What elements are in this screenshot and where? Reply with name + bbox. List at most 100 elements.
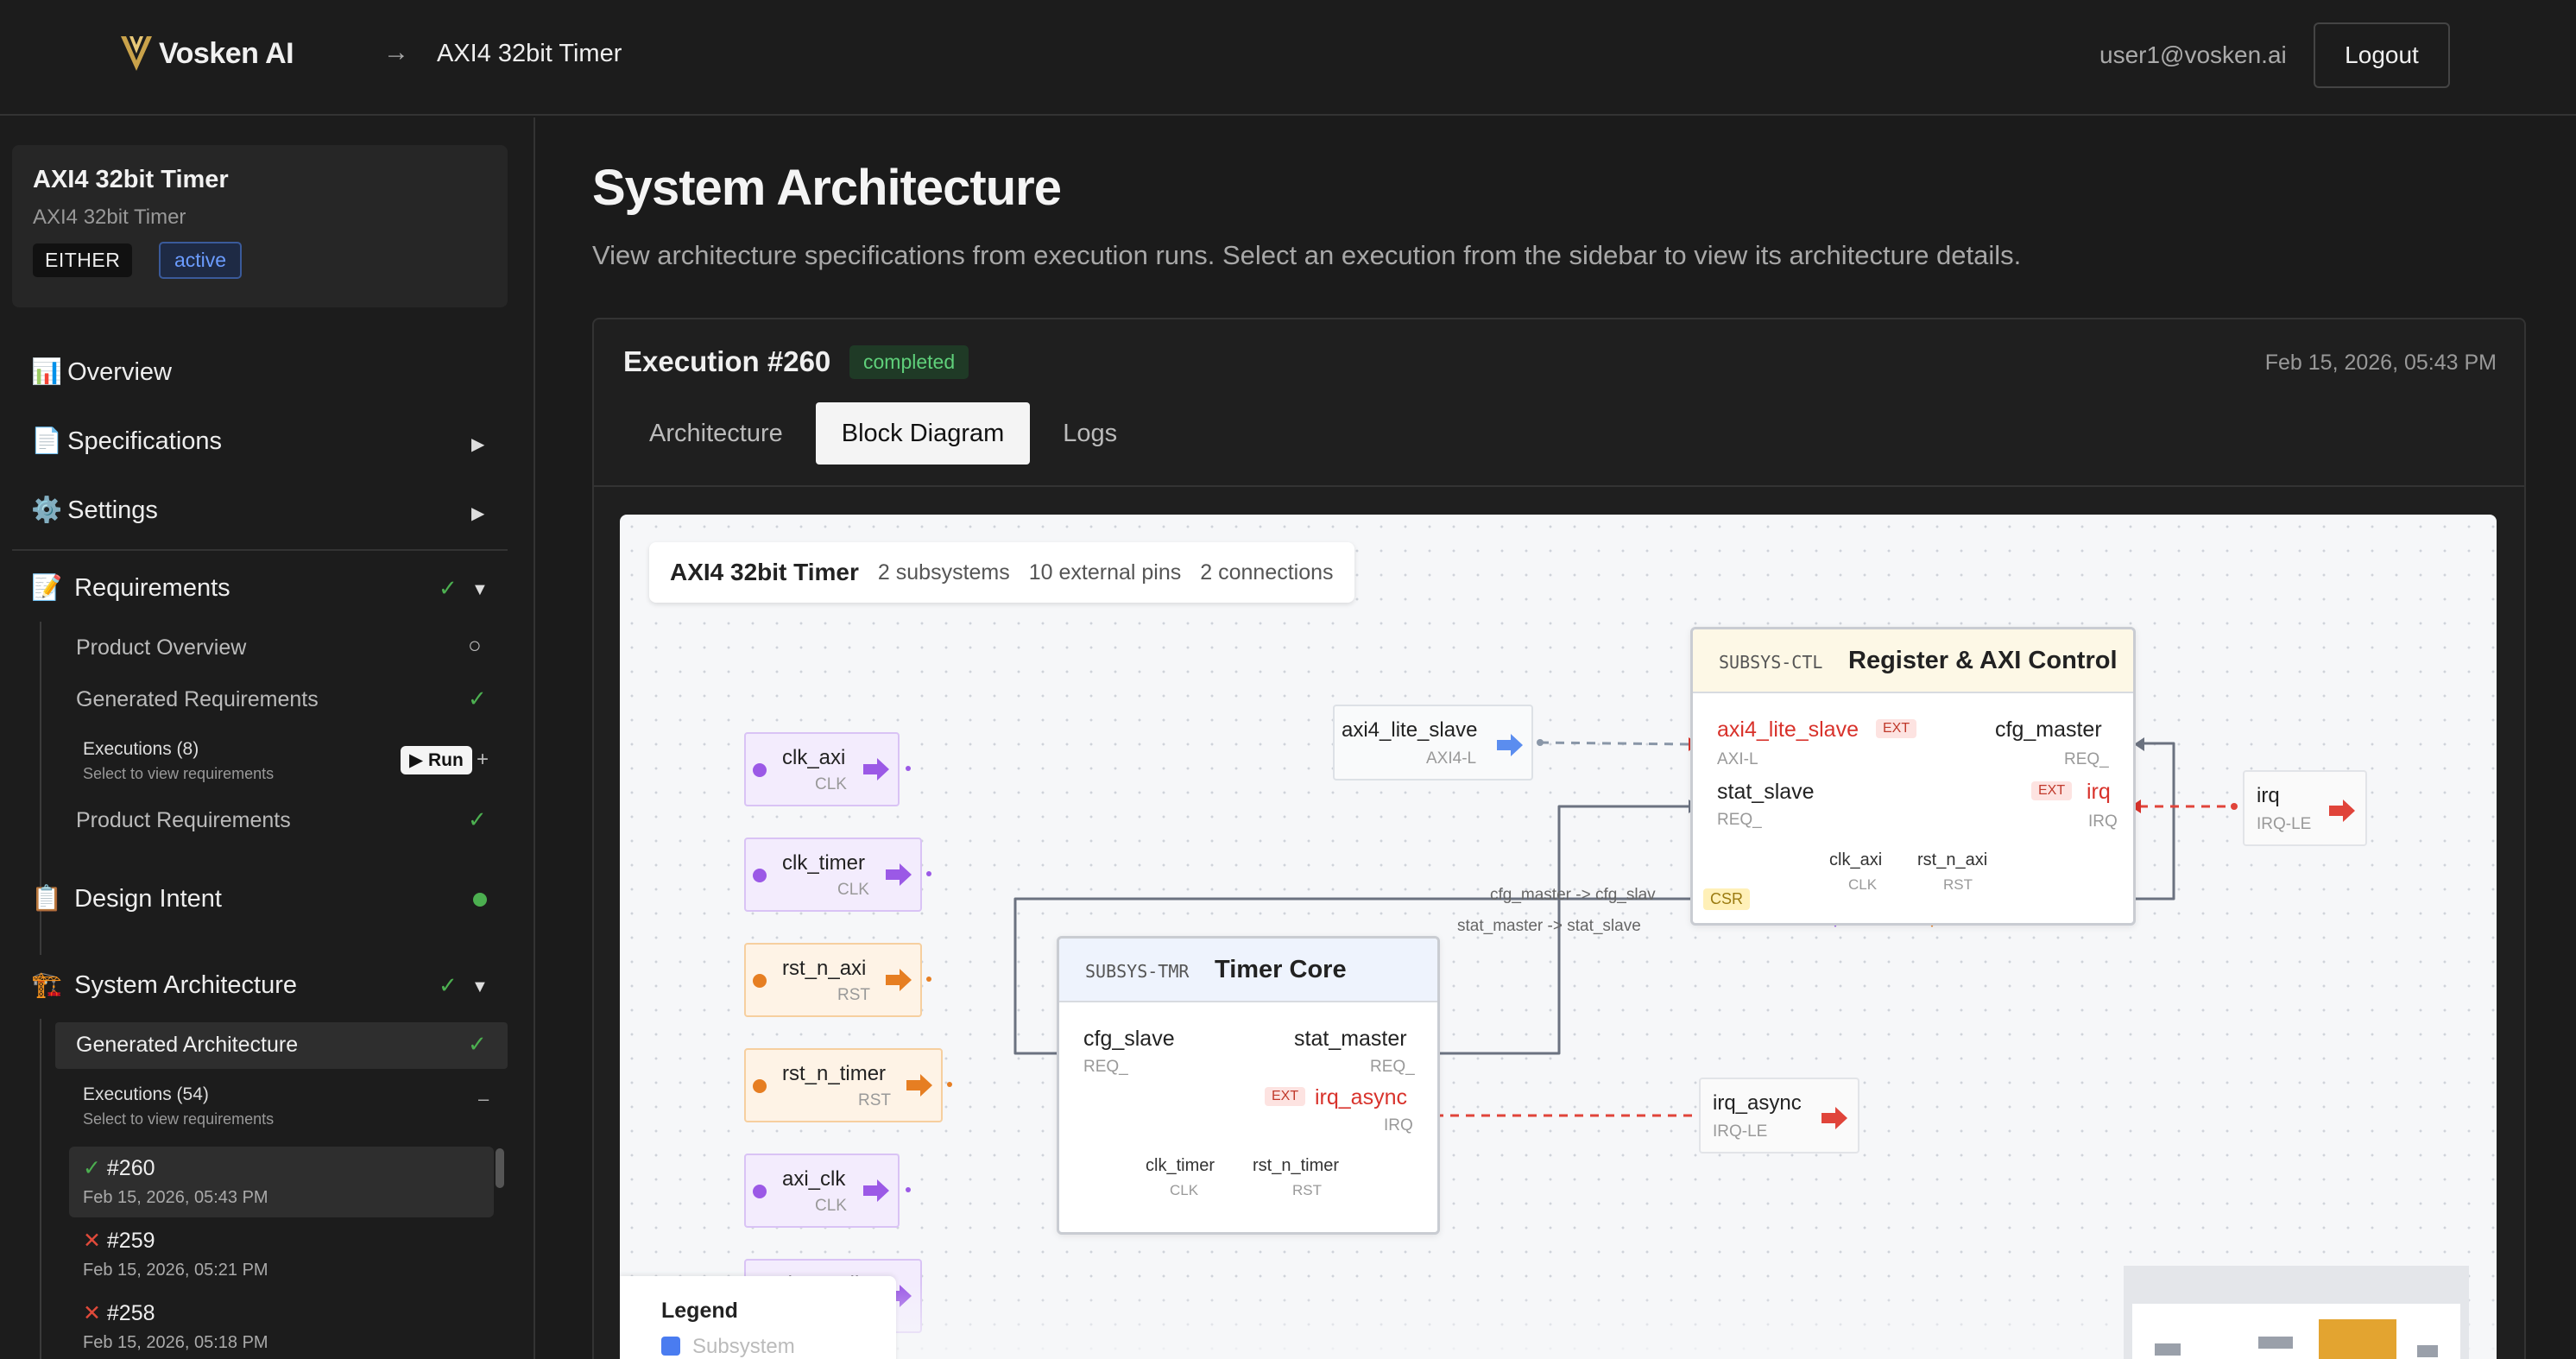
execution-row[interactable]: ✕ #258 Feb 15, 2026, 05:18 PM	[69, 1292, 494, 1359]
executions-hint: Select to view requirements	[83, 1110, 275, 1128]
port-clk-axi[interactable]: clk_axi	[1829, 850, 1883, 869]
logout-button[interactable]: Logout	[2314, 22, 2450, 88]
clock-dot-icon	[753, 869, 767, 882]
port-type: CLK	[1170, 1182, 1199, 1198]
check-icon: ✓	[83, 1156, 101, 1180]
pin-name: axi_clk	[782, 1167, 846, 1191]
sidebar-section-design-intent[interactable]: 📋 Design Intent	[31, 884, 222, 913]
top-bar: Vosken AI → AXI4 32bit Timer user1@voske…	[0, 0, 2576, 116]
pin-axi4-lite-slave[interactable]: axi4_lite_slave AXI4-L	[1333, 705, 1533, 781]
breadcrumb-arrow-icon: →	[383, 38, 409, 66]
minimap-viewport	[2132, 1304, 2460, 1359]
project-card: AXI4 32bit Timer AXI4 32bit Timer EITHER…	[12, 145, 508, 307]
reset-dot-icon	[753, 974, 767, 988]
sidebar-item-label: Settings	[67, 496, 158, 524]
chevron-down-icon[interactable]: ▼	[471, 977, 489, 996]
sidebar-item-product-overview[interactable]: Product Overview	[76, 635, 247, 660]
port-type: REQ_	[1083, 1058, 1128, 1076]
block-diagram-canvas[interactable]: AXI4 32bit Timer 2 subsystems 10 externa…	[620, 515, 2497, 1359]
execution-row[interactable]: ✕ #259 Feb 15, 2026, 05:21 PM	[69, 1219, 494, 1290]
minimap-node	[2258, 1337, 2293, 1349]
execution-row[interactable]: ✓ #260 Feb 15, 2026, 05:43 PM	[69, 1147, 494, 1217]
port-type: AXI-L	[1717, 750, 1758, 768]
minimap-node	[2155, 1343, 2181, 1356]
arrow-right-icon	[1822, 1107, 1847, 1129]
block-tag: SUBSYS-CTL	[1719, 652, 1823, 673]
reset-dot-icon	[753, 1079, 767, 1093]
port-cfg-master[interactable]: cfg_master	[1995, 717, 2102, 742]
pin-name: rst_n_axi	[782, 957, 867, 980]
chevron-down-icon[interactable]: ▼	[471, 580, 489, 599]
page-title: System Architecture	[592, 160, 1062, 216]
arrow-right-icon	[863, 758, 889, 781]
tab-logs[interactable]: Logs	[1063, 420, 1118, 447]
ext-badge: EXT	[1876, 719, 1917, 738]
pin-rst-n-axi[interactable]: rst_n_axi RST	[744, 943, 922, 1017]
execution-title: Execution #260	[623, 345, 831, 377]
arrow-right-icon	[886, 863, 912, 886]
pin-type: IRQ-LE	[2257, 815, 2312, 833]
pin-irq-async[interactable]: irq_async IRQ-LE	[1699, 1078, 1859, 1154]
pin-clk-axi[interactable]: clk_axi CLK	[744, 732, 900, 806]
port-cfg-slave[interactable]: cfg_slave	[1083, 1027, 1175, 1051]
brand-name: Vosken AI	[159, 36, 294, 70]
clock-dot-icon	[753, 763, 767, 777]
chart-icon: 📊	[31, 358, 63, 386]
tab-block-diagram[interactable]: Block Diagram	[815, 402, 1031, 465]
subsystem-block-tmr[interactable]: SUBSYS-TMR Timer Core cfg_slave REQ_ sta…	[1057, 936, 1440, 1235]
csr-badge: CSR	[1703, 888, 1751, 910]
breadcrumb-current[interactable]: AXI4 32bit Timer	[437, 40, 622, 67]
subsystem-block-ctl[interactable]: SUBSYS-CTL Register & AXI Control axi4_l…	[1690, 627, 2136, 926]
pin-type: CLK	[815, 1197, 847, 1215]
chevron-right-icon[interactable]: ▶	[471, 435, 485, 454]
gear-icon: ⚙️	[31, 496, 63, 524]
sidebar-item-overview[interactable]: 📊 Overview	[31, 357, 172, 387]
brand-logo[interactable]: Vosken AI	[119, 33, 294, 74]
port-type: IRQ	[1384, 1116, 1413, 1135]
pin-rst-n-timer[interactable]: rst_n_timer RST	[744, 1048, 943, 1122]
port-clk-timer[interactable]: clk_timer	[1146, 1156, 1215, 1175]
port-irq[interactable]: irq	[2087, 780, 2111, 804]
port-irq-async[interactable]: irq_async	[1315, 1085, 1407, 1109]
pending-icon: ○	[468, 632, 482, 658]
diagram-minimap[interactable]	[2124, 1266, 2469, 1359]
sidebar-item-specifications[interactable]: 📄 Specifications	[31, 427, 222, 456]
diagram-legend: Legend Subsystem	[620, 1276, 896, 1359]
collapse-icon[interactable]: –	[478, 1088, 489, 1109]
block-header: SUBSYS-CTL Register & AXI Control	[1693, 629, 2133, 693]
pin-clk-timer[interactable]: clk_timer CLK	[744, 838, 922, 912]
port-type: RST	[1943, 876, 1973, 893]
connection-count: 2 connections	[1200, 559, 1334, 585]
sidebar-item-generated-requirements[interactable]: Generated Requirements	[76, 687, 319, 711]
minimap-node	[2319, 1319, 2396, 1359]
sidebar-scrollbar[interactable]	[496, 1148, 504, 1188]
port-stat-slave[interactable]: stat_slave	[1717, 780, 1815, 804]
sidebar-divider	[12, 549, 508, 551]
pin-type: CLK	[837, 881, 869, 899]
chevron-right-icon[interactable]: ▶	[471, 504, 485, 523]
add-icon[interactable]: +	[477, 748, 489, 771]
sidebar-item-settings[interactable]: ⚙️ Settings	[31, 496, 158, 525]
block-tag: SUBSYS-TMR	[1085, 961, 1190, 982]
sidebar-item-label: Overview	[67, 357, 172, 386]
sidebar: AXI4 32bit Timer AXI4 32bit Timer EITHER…	[0, 117, 535, 1359]
port-stat-master[interactable]: stat_master	[1294, 1027, 1407, 1051]
sidebar-item-generated-architecture[interactable]: Generated Architecture ✓	[55, 1022, 508, 1069]
tab-architecture[interactable]: Architecture	[649, 420, 783, 447]
project-type-badge: EITHER	[33, 243, 133, 277]
port-type: REQ_	[1370, 1058, 1415, 1076]
pin-irq[interactable]: irq IRQ-LE	[2243, 770, 2367, 846]
clock-dot-icon	[753, 1185, 767, 1198]
sidebar-section-requirements[interactable]: 📝 Requirements	[31, 573, 230, 603]
port-axi4-lite-slave[interactable]: axi4_lite_slave	[1717, 717, 1859, 742]
execution-date: Feb 15, 2026, 05:18 PM	[83, 1333, 268, 1352]
arrow-right-icon	[863, 1179, 889, 1202]
section-label: System Architecture	[74, 970, 297, 999]
port-rst-n-timer[interactable]: rst_n_timer	[1253, 1156, 1340, 1175]
pin-axi-clk[interactable]: axi_clk CLK	[744, 1154, 900, 1228]
block-header: SUBSYS-TMR Timer Core	[1059, 939, 1437, 1002]
sidebar-item-product-requirements[interactable]: Product Requirements	[76, 808, 291, 832]
run-button[interactable]: ▶ Run	[401, 746, 472, 774]
sidebar-section-system-architecture[interactable]: 🏗️ System Architecture	[31, 970, 297, 1000]
port-rst-n-axi[interactable]: rst_n_axi	[1917, 850, 1988, 869]
